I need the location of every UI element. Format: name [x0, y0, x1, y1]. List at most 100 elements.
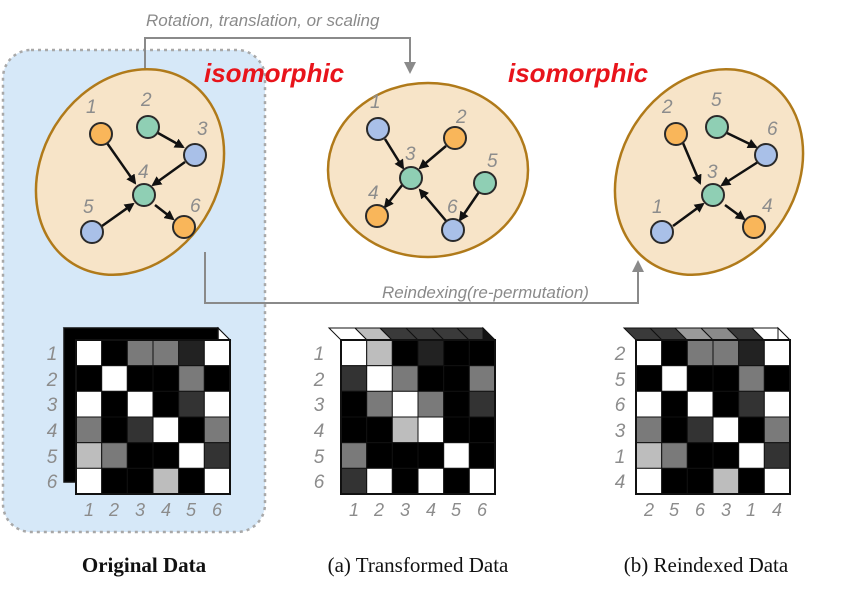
col-label: 6 [695, 500, 706, 520]
node-label: 2 [455, 107, 467, 128]
node-label: 3 [405, 144, 416, 165]
graph-node [441, 218, 465, 242]
transformed-graph-nodes [365, 117, 497, 242]
matrix-cell [443, 390, 470, 418]
matrix-col-labels: 1 2 3 4 5 6 [84, 500, 223, 520]
matrix-cell [340, 390, 368, 418]
original-matrix: 1 2 3 4 5 6 1 2 3 4 5 6 [46, 326, 232, 520]
node-label: 2 [661, 97, 673, 118]
graph-node [705, 115, 729, 139]
matrix-cell [443, 467, 470, 495]
row-label: 2 [614, 344, 626, 365]
matrix-col-labels: 1 2 3 4 5 6 [349, 500, 488, 520]
row-label: 1 [314, 344, 325, 365]
matrix-cell [75, 467, 103, 495]
matrix-cell [126, 390, 154, 418]
caption-original: Original Data [82, 553, 207, 577]
edge-2-3 [681, 142, 702, 185]
matrix-cell [738, 365, 765, 392]
original-graph-labels: 1 2 3 4 5 6 [83, 90, 208, 218]
row-label: 6 [47, 472, 58, 493]
matrix-cell [178, 390, 205, 418]
node-label: 6 [767, 119, 778, 140]
graph-node [664, 122, 688, 146]
matrix-col-labels: 2 5 6 3 1 4 [643, 500, 782, 520]
graph-node [183, 143, 207, 167]
matrix-cell [686, 442, 714, 469]
edge-3-4 [724, 203, 746, 221]
caption-transformed: (a) Transformed Data [328, 553, 509, 577]
node-label: 6 [190, 196, 201, 217]
matrix-cell [417, 365, 445, 392]
original-graph-edges [101, 131, 186, 228]
matrix-cell [763, 467, 791, 495]
graph-node [80, 220, 104, 244]
matrix-cell [468, 416, 496, 444]
matrix-cell [126, 365, 154, 392]
matrix-cell [738, 339, 765, 367]
col-label: 4 [426, 500, 436, 520]
transform-arrow [144, 37, 416, 80]
reindexed-matrix: 2 5 6 3 1 4 2 5 6 3 1 4 [614, 326, 792, 520]
matrix-cell [635, 442, 663, 469]
matrix-row-labels: 1 2 3 4 5 6 [313, 344, 325, 493]
edge-2-3 [418, 145, 447, 170]
matrix-cell [712, 339, 740, 367]
node-label: 3 [197, 119, 208, 140]
node-label: 5 [711, 90, 722, 111]
matrix-cell [443, 365, 470, 392]
edge-3-4 [383, 183, 404, 209]
matrix-cell [661, 365, 688, 392]
matrix-cell [468, 442, 496, 469]
matrix-cell [203, 467, 231, 495]
node-label: 6 [447, 197, 458, 218]
matrix-cell [712, 442, 740, 469]
caption-reindexed: (b) Reindexed Data [624, 553, 789, 577]
matrix-cell [366, 416, 393, 444]
matrix-cell [340, 467, 368, 495]
matrix-cell [686, 416, 714, 444]
matrix-cell [75, 442, 103, 469]
row-label: 3 [314, 395, 325, 416]
reindexed-graph-nodes [650, 115, 778, 244]
matrix-cell [340, 442, 368, 469]
matrix-cell [101, 416, 128, 444]
matrix-cell [661, 339, 688, 367]
matrix-cell [75, 390, 103, 418]
row-label: 3 [47, 395, 58, 416]
edge-2-3 [157, 131, 185, 149]
col-label: 1 [349, 500, 359, 520]
graph-node [443, 126, 467, 150]
graph-node [172, 215, 196, 239]
edge-6-3 [720, 160, 759, 187]
matrix-cell [366, 390, 393, 418]
matrix-cell [391, 339, 419, 367]
matrix-cell [661, 416, 688, 444]
matrix-cell [101, 365, 128, 392]
edge-5-6 [726, 131, 758, 149]
node-label: 4 [138, 162, 149, 183]
matrix-cell [686, 339, 714, 367]
matrix-cell [661, 390, 688, 418]
col-label: 4 [161, 500, 171, 520]
matrix-top-cells [327, 327, 497, 341]
row-label: 6 [615, 395, 626, 416]
matrix-row-labels: 2 5 6 3 1 4 [614, 344, 626, 493]
matrix-cell [686, 467, 714, 495]
matrix-cell [152, 467, 180, 495]
matrix-row-labels: 1 2 3 4 5 6 [46, 344, 58, 493]
matrix-cell [763, 416, 791, 444]
matrix-cell [101, 442, 128, 469]
matrix-cell [417, 416, 445, 444]
matrix-cell [712, 365, 740, 392]
matrix-cell [468, 467, 496, 495]
matrix-cell [635, 390, 663, 418]
node-label: 5 [83, 197, 94, 218]
col-label: 4 [772, 500, 782, 520]
matrix-cell [203, 339, 231, 367]
row-label: 6 [314, 472, 325, 493]
col-label: 5 [451, 500, 462, 520]
col-label: 5 [669, 500, 680, 520]
matrix-cell [178, 416, 205, 444]
matrix-cells [340, 339, 496, 495]
